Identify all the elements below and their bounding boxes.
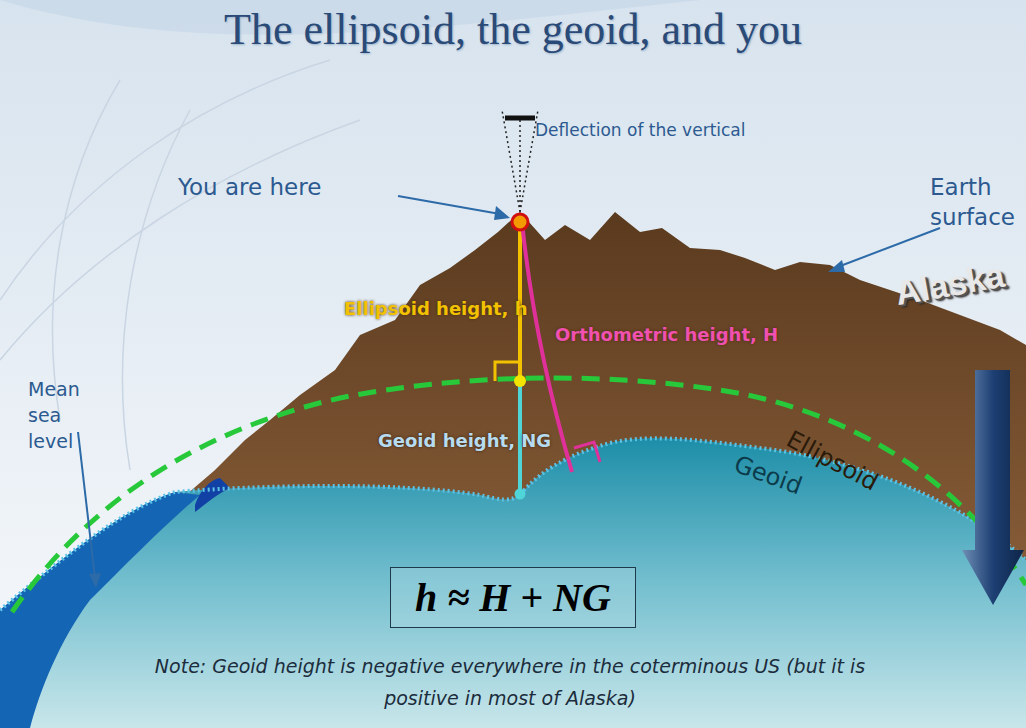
formula-box: h ≈ H + NG <box>390 567 636 628</box>
height-label: Geoid height, NG <box>378 430 551 451</box>
callout-label: Mean sea level <box>28 376 108 454</box>
height-label: Orthometric height, H <box>555 324 778 345</box>
callout-label: Deflection of the vertical <box>535 120 746 140</box>
height-label: Ellipsoid height, h <box>344 298 528 319</box>
formula-text: h ≈ H + NG <box>415 574 611 621</box>
callout-label: You are here <box>178 174 321 200</box>
callout-label: Earth surface <box>930 172 1022 232</box>
note-text: Note: Geoid height is negative everywher… <box>150 650 870 714</box>
title: The ellipsoid, the geoid, and you <box>0 4 1026 55</box>
